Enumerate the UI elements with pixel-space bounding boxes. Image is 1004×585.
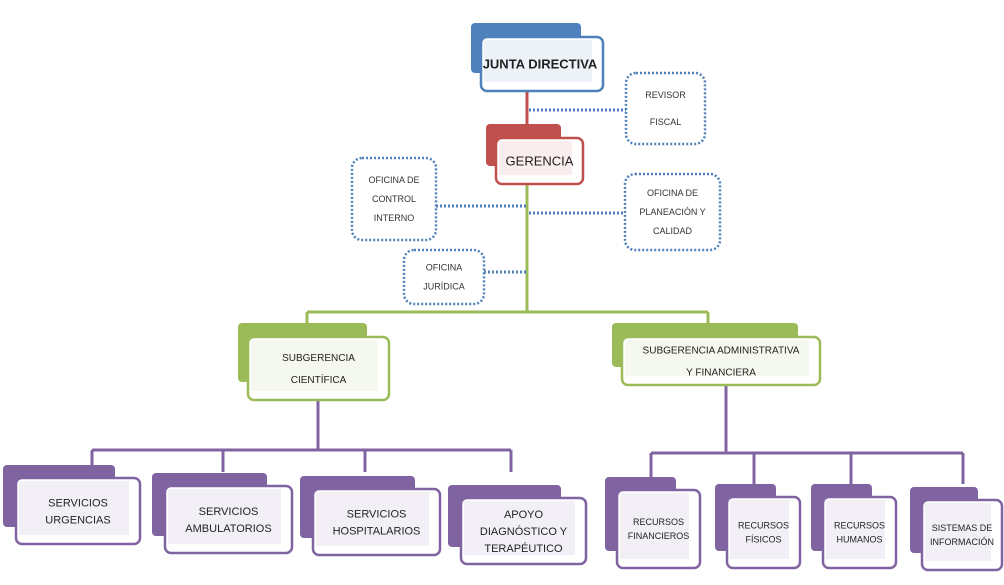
staff-node-label: CONTROL	[372, 194, 416, 204]
node-label: HUMANOS	[836, 535, 882, 545]
staff-node-label: INTERNO	[374, 213, 415, 223]
staff-node-label: OFICINA	[426, 263, 463, 273]
node-label: FÍSICOS	[745, 535, 781, 545]
staff-connectors	[436, 108, 626, 274]
staff-node-revisor: REVISOR FISCAL	[624, 71, 707, 146]
node-label: INFORMACIÓN	[930, 537, 994, 547]
staff-node-juridica: OFICINA JURÍDICA	[402, 248, 486, 306]
node-label: URGENCIAS	[45, 514, 110, 526]
staff-node-box	[350, 156, 438, 242]
node-label: AMBULATORIOS	[185, 523, 271, 535]
staff-node-planeacion: OFICINA DE PLANEACIÓN Y CALIDAD	[623, 172, 722, 252]
staff-node-label: FISCAL	[650, 117, 682, 127]
staff-node-label: JURÍDICA	[423, 282, 465, 292]
node-box-fill	[168, 489, 281, 544]
node-label: RECURSOS	[834, 521, 885, 531]
org-node-gerencia: GERENCIA	[486, 124, 585, 186]
node-label: HOSPITALARIOS	[333, 525, 421, 537]
staff-node-control-interno: OFICINA DE CONTROL INTERNO	[350, 156, 438, 242]
org-node-rec-financieros: RECURSOS FINANCIEROS	[605, 477, 702, 570]
node-label: JUNTA DIRECTIVA	[483, 57, 598, 72]
node-label: RECURSOS	[633, 517, 684, 527]
node-box-fill	[19, 481, 129, 535]
node-box-fill	[484, 40, 592, 82]
staff-node-box	[624, 71, 707, 146]
node-label: SERVICIOS	[48, 497, 108, 509]
org-node-hospitalarios: SERVICIOS HOSPITALARIOS	[300, 476, 442, 557]
node-box-fill	[316, 492, 429, 546]
node-label: CIENTÍFICA	[291, 373, 347, 386]
node-box-fill	[826, 500, 885, 559]
node-label: SUBGERENCIA ADMINISTRATIVA	[643, 346, 800, 357]
org-node-urgencias: SERVICIOS URGENCIAS	[3, 465, 142, 546]
node-box-fill	[251, 340, 378, 391]
node-box-fill	[625, 340, 809, 376]
node-box-fill	[730, 500, 789, 559]
node-label: SERVICIOS	[199, 506, 259, 518]
nodes: JUNTA DIRECTIVA GERENCIA SUBGERENCIA CIENTÍ…	[3, 23, 1004, 572]
org-node-sistemas: SISTEMAS DE INFORMACIÓN	[910, 487, 1004, 572]
node-label: RECURSOS	[738, 521, 789, 531]
node-label: Y FINANCIERA	[686, 368, 756, 379]
org-node-sub-cientifica: SUBGERENCIA CIENTÍFICA	[238, 323, 391, 402]
node-label: APOYO	[504, 509, 544, 521]
org-node-rec-humanos: RECURSOS HUMANOS	[811, 484, 898, 570]
org-node-sub-admin: SUBGERENCIA ADMINISTRATIVA Y FINANCIERA	[612, 323, 822, 387]
staff-node-label: PLANEACIÓN Y	[639, 207, 705, 217]
org-node-apoyo: APOYO DIAGNÓSTICO Y TERAPÉUTICO	[448, 485, 588, 566]
staff-node-box	[623, 172, 722, 252]
node-label: GERENCIA	[506, 154, 574, 169]
node-box-fill	[464, 501, 575, 555]
staff-node-label: OFICINA DE	[647, 188, 698, 198]
node-label: DIAGNÓSTICO Y	[480, 525, 568, 538]
node-box-fill	[499, 141, 572, 175]
staff-node-label: OFICINA DE	[368, 175, 419, 185]
node-label: SUBGERENCIA	[282, 353, 355, 364]
staff-node-label: REVISOR	[645, 90, 686, 100]
org-node-ambulatorios: SERVICIOS AMBULATORIOS	[152, 473, 294, 555]
node-label: SERVICIOS	[347, 508, 407, 520]
node-label: SISTEMAS DE	[932, 523, 993, 533]
node-label: FINANCIEROS	[628, 531, 690, 541]
staff-node-box	[402, 248, 486, 306]
org-node-junta: JUNTA DIRECTIVA	[471, 23, 605, 93]
node-box-fill	[925, 503, 991, 561]
node-box-fill	[620, 493, 689, 559]
org-node-rec-fisicos: RECURSOS FÍSICOS	[715, 484, 802, 570]
node-label: TERAPÉUTICO	[484, 542, 563, 555]
staff-node-label: CALIDAD	[653, 226, 693, 236]
